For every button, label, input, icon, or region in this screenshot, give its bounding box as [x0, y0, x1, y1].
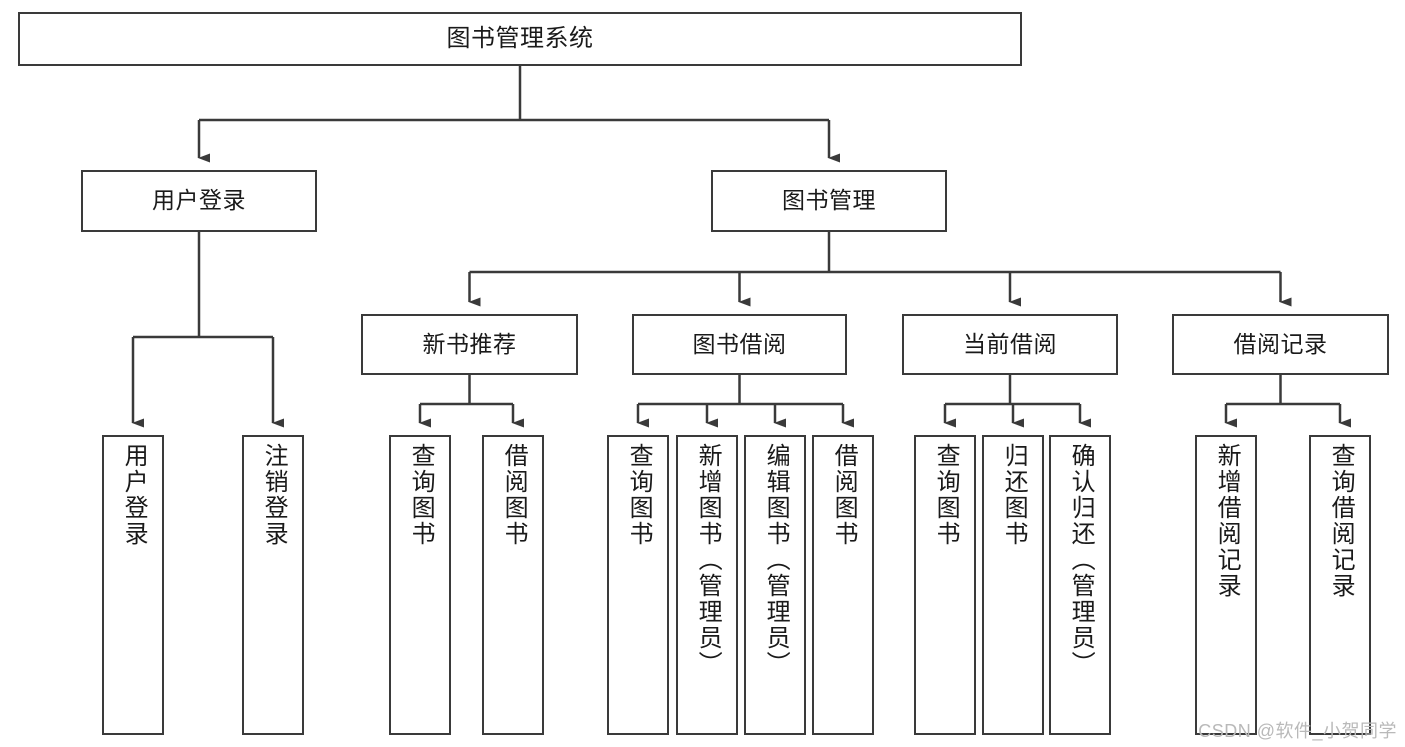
node-leaf-nb-borrow[interactable]: 借阅图书 [482, 435, 544, 735]
node-label: 查询图书 [407, 443, 435, 547]
node-label: 查询图书 [932, 443, 960, 547]
node-leaf-bo-borrow[interactable]: 借阅图书 [812, 435, 874, 735]
node-borrow[interactable]: 图书借阅 [632, 314, 847, 375]
node-label: 图书借阅 [692, 330, 787, 357]
node-label: 图书管理系统 [446, 24, 594, 52]
node-label: 新增借阅记录 [1213, 443, 1241, 599]
node-leaf-bo-add[interactable]: 新增图书（管理员） [676, 435, 738, 735]
watermark: CSDN @软件_小贺同学 [1198, 721, 1397, 741]
node-label: 确认归还（管理员） [1067, 443, 1095, 677]
node-label: 用户登录 [152, 187, 246, 214]
node-records[interactable]: 借阅记录 [1172, 314, 1389, 375]
node-leaf-nb-query[interactable]: 查询图书 [389, 435, 451, 735]
node-label: 用户登录 [120, 443, 148, 547]
node-label: 借阅图书 [500, 443, 528, 547]
node-label: 借阅图书 [830, 443, 858, 547]
node-leaf-re-query[interactable]: 查询借阅记录 [1309, 435, 1371, 735]
node-label: 当前借阅 [963, 330, 1057, 357]
node-label: 图书管理 [782, 187, 876, 214]
node-bookmgmt[interactable]: 图书管理 [711, 170, 947, 232]
node-label: 借阅记录 [1233, 330, 1328, 357]
node-leaf-re-add[interactable]: 新增借阅记录 [1195, 435, 1257, 735]
node-leaf-cu-confirm[interactable]: 确认归还（管理员） [1049, 435, 1111, 735]
node-label: 查询借阅记录 [1327, 443, 1355, 599]
node-leaf-cu-query[interactable]: 查询图书 [914, 435, 976, 735]
node-login[interactable]: 用户登录 [81, 170, 317, 232]
node-label: 查询图书 [625, 443, 653, 547]
node-newbook[interactable]: 新书推荐 [361, 314, 578, 375]
node-current[interactable]: 当前借阅 [902, 314, 1118, 375]
node-label: 注销登录 [260, 443, 288, 547]
node-leaf-bo-query[interactable]: 查询图书 [607, 435, 669, 735]
node-label: 编辑图书（管理员） [762, 443, 790, 677]
node-label: 归还图书 [1000, 443, 1028, 547]
node-label: 新增图书（管理员） [694, 443, 722, 677]
node-leaf-bo-edit[interactable]: 编辑图书（管理员） [744, 435, 806, 735]
node-leaf-user-logout[interactable]: 注销登录 [242, 435, 304, 735]
node-leaf-cu-return[interactable]: 归还图书 [982, 435, 1044, 735]
node-leaf-user-login[interactable]: 用户登录 [102, 435, 164, 735]
node-root[interactable]: 图书管理系统 [18, 12, 1022, 66]
node-label: 新书推荐 [422, 330, 517, 357]
